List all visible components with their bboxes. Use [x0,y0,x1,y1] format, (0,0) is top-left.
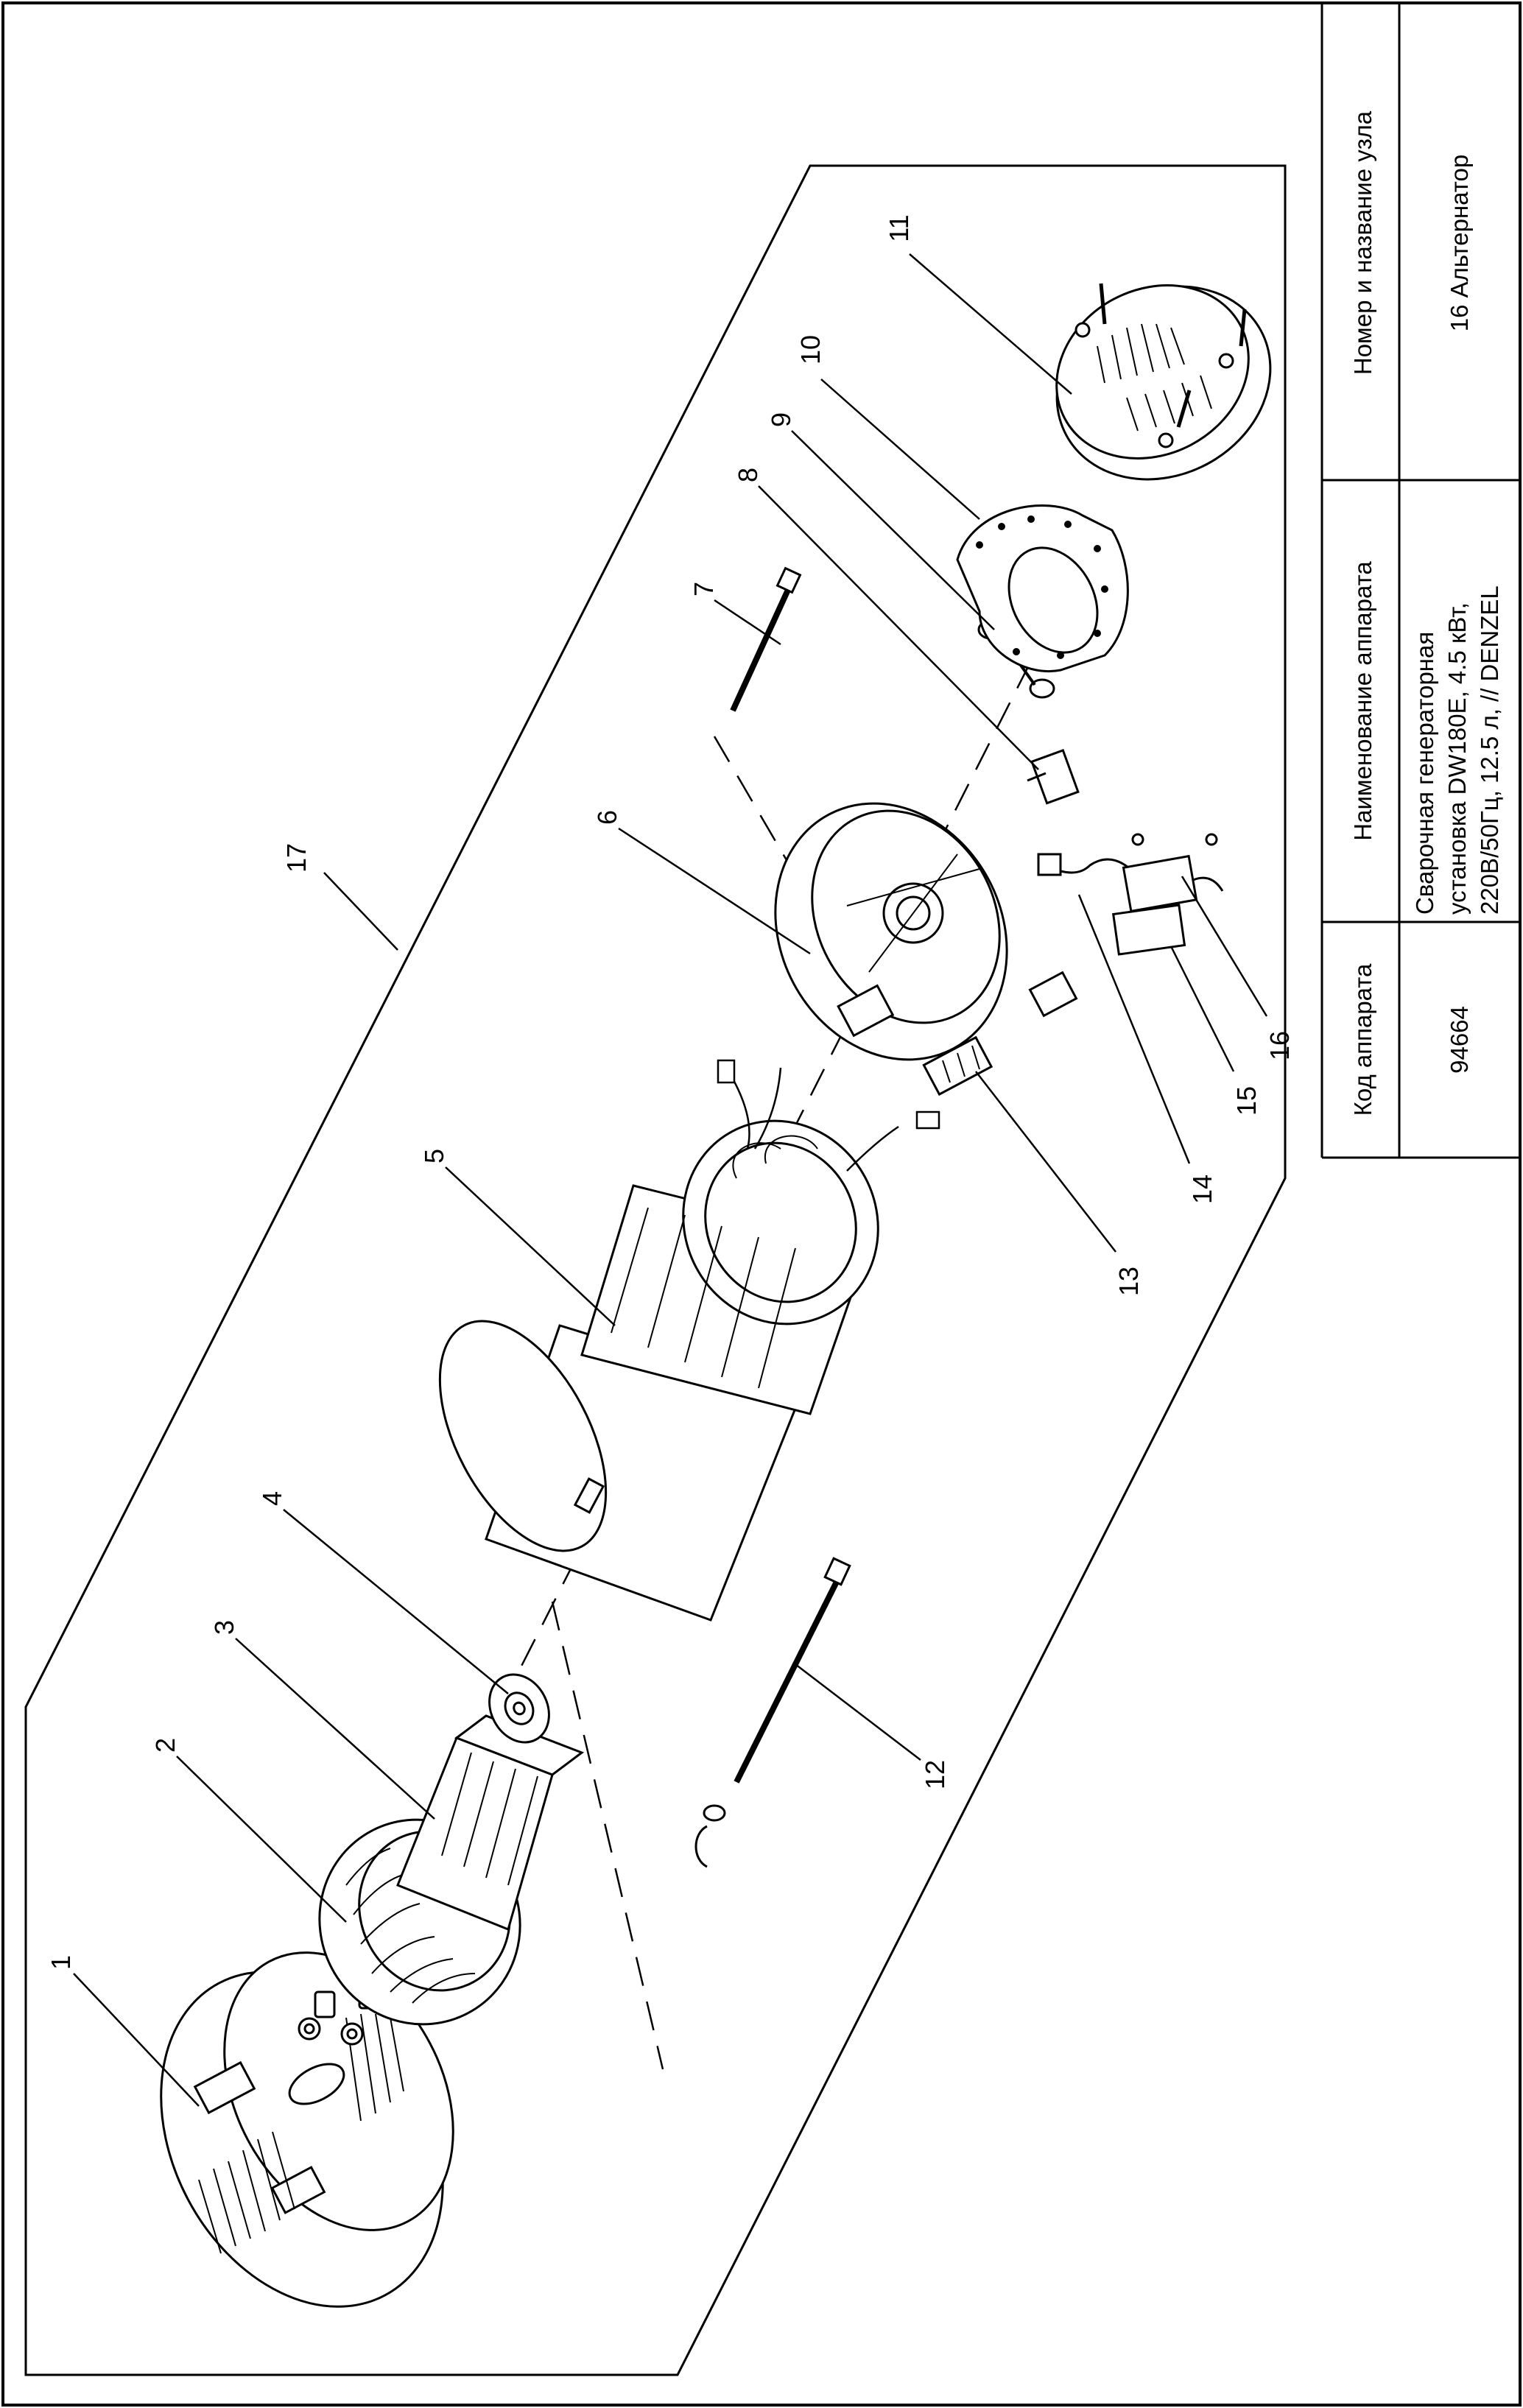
code-header: Код аппарата [1349,963,1376,1116]
callout-12: 12 [920,1760,950,1789]
name-line-1: Сварочная генераторная [1411,632,1438,915]
name-line-2: установка DW180E, 4.5 кВт, [1443,602,1471,915]
callout-10: 10 [795,335,826,365]
part-tie-bolt-lower [694,1557,851,1868]
part-terminal-block [922,1035,993,1096]
part-rotor [396,1714,585,1932]
callout-13: 13 [1114,1267,1144,1296]
part-grille-cover [1055,283,1272,481]
name-header: Наименование аппарата [1349,561,1376,841]
part-stator [438,1119,879,1622]
assembly-boundary [24,164,1287,2376]
name-line-3: 220В/50Гц, 12.5 л, // DENZEL [1476,585,1503,915]
callout-2: 2 [150,1738,180,1753]
callout-14: 14 [1187,1175,1217,1204]
callout-11: 11 [884,214,914,242]
title-block-text: Код аппарата Наименование аппарата Номер… [1349,110,1503,1116]
part-wiring [717,1059,940,1172]
callout-7: 7 [689,582,719,596]
part-end-bracket [774,802,1078,1061]
callout-9: 9 [766,412,796,427]
callout-1: 1 [46,1955,76,1970]
code-value: 94664 [1446,1006,1473,1074]
leader-lines [73,253,1268,2107]
callout-6: 6 [592,810,622,825]
callout-15: 15 [1231,1086,1262,1116]
callout-numbers: 1 2 3 4 5 6 7 8 9 10 11 12 13 14 15 16 1… [46,214,1295,1970]
part-rear-cover [160,1951,454,2308]
part-brush-holder [1027,749,1080,805]
part-tie-bolt-upper [730,566,802,712]
callout-17: 17 [281,843,312,873]
callout-4: 4 [257,1491,287,1506]
part-avr-assembly [1037,833,1224,956]
node-value: 16 Альтернатор [1446,155,1473,332]
callout-5: 5 [419,1149,449,1163]
node-header: Номер и название узла [1349,110,1376,375]
part-rectifier-plate [956,504,1129,672]
callout-3: 3 [209,1620,239,1635]
callout-16: 16 [1265,1031,1295,1060]
title-block [1320,4,1520,1159]
callout-8: 8 [733,468,763,482]
